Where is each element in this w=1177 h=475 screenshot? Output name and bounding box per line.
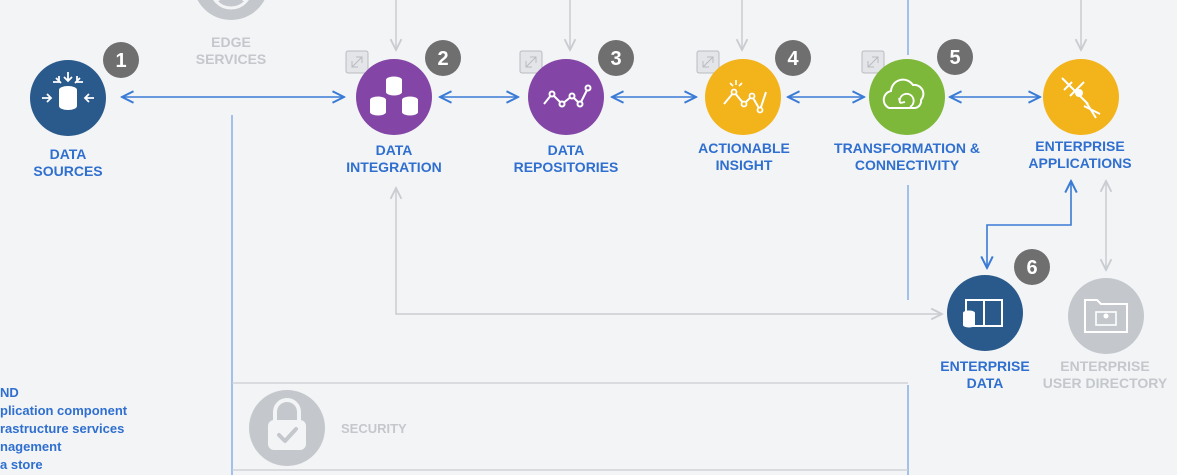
transformation-label: TRANSFORMATION & CONNECTIVITY: [834, 140, 980, 174]
flow-arrows: [122, 97, 1071, 268]
legend-item: plication component: [0, 403, 128, 418]
legend-title: ND: [0, 385, 19, 400]
edge-services-node[interactable]: [193, 0, 269, 20]
expand-icon[interactable]: [861, 50, 885, 74]
label-line: APPLICATIONS: [1028, 155, 1132, 171]
data-sources-label: DATA SOURCES: [33, 146, 102, 180]
edge-services-label: EDGE SERVICES: [196, 34, 267, 68]
label-line: SERVICES: [195, 51, 267, 67]
security-band: [232, 382, 908, 471]
enterprise-data-node[interactable]: [947, 275, 1023, 351]
incoming-grey-arrows: [396, 0, 1081, 50]
label-line: ENTERPRISE: [1060, 358, 1150, 374]
legend-item: nagement: [0, 439, 62, 454]
transformation-connectivity-node[interactable]: [869, 59, 945, 135]
actionable-insight-node[interactable]: [705, 59, 781, 135]
badge-5: 5: [949, 47, 960, 69]
enterprise-user-directory-node[interactable]: [1068, 278, 1144, 354]
grey-connectors: [396, 181, 1106, 314]
data-repositories-label: DATA REPOSITORIES: [514, 142, 619, 176]
label-line: USER DIRECTORY: [1042, 375, 1168, 391]
enterprise-applications-node[interactable]: [1043, 59, 1119, 135]
label-line: SOURCES: [33, 163, 103, 179]
label-line: CONNECTIVITY: [854, 157, 960, 173]
badge-1: 1: [115, 50, 126, 72]
data-sources-node[interactable]: [30, 60, 106, 136]
label-line: ACTIONABLE: [698, 140, 790, 156]
label-line: ENTERPRISE: [1035, 138, 1125, 154]
label-line: DATA: [375, 142, 413, 158]
step-badges: 1 2 3 4 5 6: [103, 39, 1050, 285]
data-repositories-node[interactable]: [528, 59, 604, 135]
label-line: DATA: [547, 142, 585, 158]
actionable-insight-label: ACTIONABLE INSIGHT: [698, 140, 790, 174]
data-integration-node[interactable]: [356, 59, 432, 135]
expand-icons: [345, 50, 885, 74]
label-line: TRANSFORMATION &: [834, 140, 980, 156]
security-label: SECURITY: [341, 421, 407, 436]
label-line: INTEGRATION: [346, 159, 442, 175]
legend-item: a store: [0, 457, 43, 472]
legend: ND plication component rastructure servi…: [0, 384, 127, 474]
badge-4: 4: [787, 48, 799, 70]
data-integration-label: DATA INTEGRATION: [346, 142, 441, 176]
lock-icon: [249, 390, 325, 466]
label-line: INSIGHT: [715, 157, 773, 173]
badge-6: 6: [1026, 257, 1037, 279]
expand-icon[interactable]: [345, 50, 369, 74]
badge-3: 3: [610, 48, 621, 70]
expand-icon[interactable]: [519, 50, 543, 74]
expand-icon[interactable]: [696, 50, 720, 74]
legend-item: rastructure services: [0, 421, 125, 436]
label-line: DATA: [49, 146, 87, 162]
enterprise-applications-label: ENTERPRISE APPLICATIONS: [1028, 138, 1131, 172]
label-line: EDGE: [211, 34, 251, 50]
label-line: DATA: [966, 375, 1004, 391]
badge-2: 2: [437, 48, 448, 70]
label-line: ENTERPRISE: [940, 358, 1030, 374]
enterprise-data-label: ENTERPRISE DATA: [940, 358, 1029, 392]
enterprise-user-directory-label: ENTERPRISE USER DIRECTORY: [1043, 358, 1167, 392]
label-line: REPOSITORIES: [513, 159, 619, 175]
